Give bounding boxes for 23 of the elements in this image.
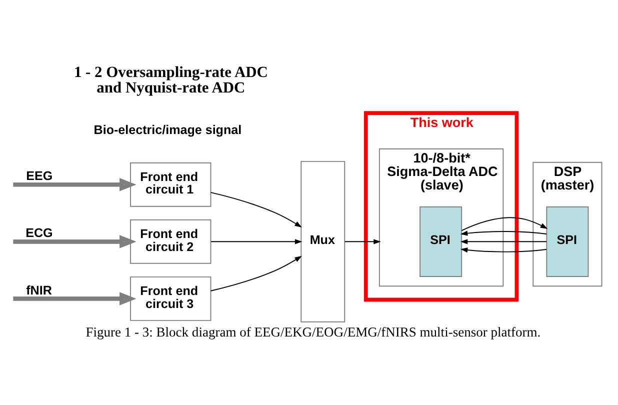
node-box: Front end circuit 1: [130, 162, 212, 206]
edge-label: EEG: [26, 168, 53, 183]
arrow: [13, 292, 136, 305]
arrow: [210, 191, 302, 227]
arrow: [13, 234, 136, 248]
arrow: [460, 230, 547, 236]
arrow: [210, 255, 302, 291]
arrow: [460, 247, 547, 252]
node-box: Mux: [300, 160, 346, 322]
arrow: [460, 238, 547, 244]
arrow: [461, 216, 548, 231]
label: 1 - 2 Oversampling-rate ADC and Nyquist-rate ADC: [74, 64, 268, 96]
node-box: SPI: [546, 206, 589, 276]
edge-label: ECG: [26, 226, 53, 240]
arrow: [344, 238, 381, 244]
node-box: Front end circuit 3: [130, 276, 212, 320]
arrow: [13, 178, 136, 191]
node-box: Front end circuit 2: [130, 218, 212, 264]
label: Bio-electric/image signal: [94, 122, 242, 136]
edge-label: fNIR: [26, 282, 52, 297]
arrow: [210, 238, 302, 244]
node-box: SPI: [420, 206, 462, 276]
caption: Figure 1 - 3: Block diagram of EEG/EKG/EOG/EMG/fNIRS multi-sensor platform.: [86, 324, 541, 340]
